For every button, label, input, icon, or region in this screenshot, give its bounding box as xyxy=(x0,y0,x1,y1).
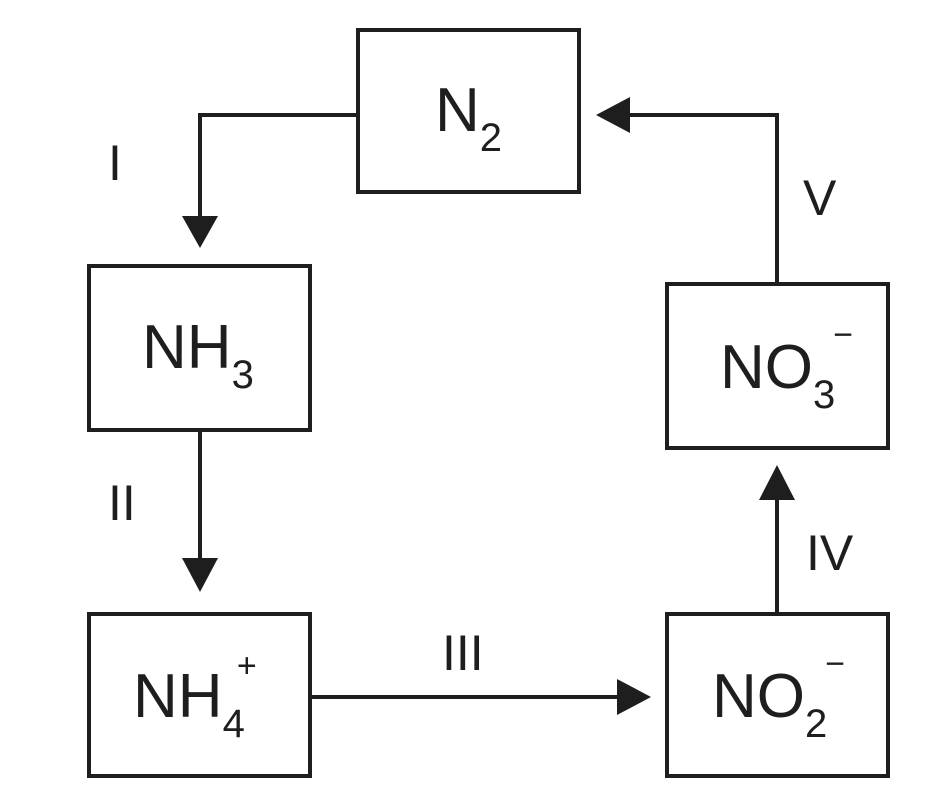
arrow-iv-head xyxy=(759,465,795,500)
node-n2: N2 xyxy=(356,28,581,194)
node-nh3-label: NH3 xyxy=(142,313,254,397)
node-no2-box xyxy=(665,612,890,778)
node-nh3: NH3 xyxy=(87,264,312,432)
step-label-v: V xyxy=(803,170,837,226)
arrow-iii xyxy=(310,679,651,715)
arrow-ii-head xyxy=(182,558,218,592)
arrow-ii xyxy=(182,430,218,592)
arrow-v-line xyxy=(628,113,779,284)
node-no3: NO3− xyxy=(665,282,890,450)
node-n2-label: N2 xyxy=(435,76,502,160)
step-label-i: I xyxy=(108,135,122,191)
arrow-i xyxy=(182,113,358,248)
node-nh4: NH4+ xyxy=(87,612,312,778)
arrow-v-head xyxy=(596,97,630,133)
step-label-iv: IV xyxy=(806,525,854,581)
node-n2-box xyxy=(356,28,581,194)
node-nh4-label: NH4+ xyxy=(133,647,257,746)
node-no3-box xyxy=(665,282,890,450)
arrow-i-line xyxy=(198,113,358,218)
step-label-ii: II xyxy=(108,475,136,531)
node-no3-label: NO3− xyxy=(720,316,853,417)
arrow-v xyxy=(596,97,779,284)
arrow-iv xyxy=(759,465,795,614)
node-no2-label: NO2− xyxy=(712,645,845,746)
node-no2: NO2− xyxy=(665,612,890,778)
arrow-iii-head xyxy=(617,679,651,715)
step-label-iii: III xyxy=(442,625,484,681)
arrow-i-head xyxy=(182,216,218,248)
node-nh3-box xyxy=(87,264,312,432)
